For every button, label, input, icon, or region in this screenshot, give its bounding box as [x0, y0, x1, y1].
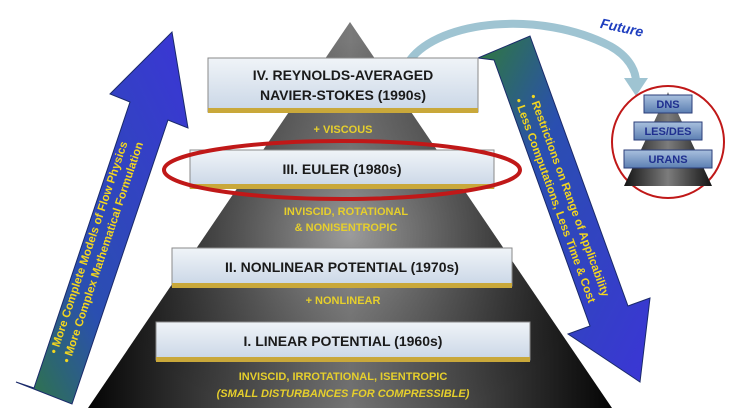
level-nonlinear-label: II. NONLINEAR POTENTIAL (1970s) — [225, 259, 459, 275]
future-tier-les-des: LES/DES — [644, 126, 691, 138]
future-tier-urans: URANS — [648, 154, 687, 166]
base-description-1: INVISCID, IRROTATIONAL, ISENTROPIC — [239, 371, 448, 383]
addition-inviscid-rotational-1: INVISCID, ROTATIONAL — [284, 206, 409, 218]
level-rans-box: IV. REYNOLDS-AVERAGED NAVIER-STOKES (199… — [207, 57, 479, 113]
level-rans-line2: NAVIER-STOKES (1990s) — [260, 87, 426, 103]
future-curve-arrowhead — [624, 78, 648, 96]
level-euler-label: III. EULER (1980s) — [282, 161, 401, 177]
pyramid-shine — [88, 22, 612, 408]
base-description-2: (SMALL DISTURBANCES FOR COMPRESSIBLE) — [217, 388, 470, 400]
future-curve-arrow — [406, 19, 640, 86]
level-nonlinear-box: II. NONLINEAR POTENTIAL (1970s) — [171, 247, 513, 288]
level-linear-label: I. LINEAR POTENTIAL (1960s) — [244, 333, 443, 349]
euler-highlight-ellipse — [162, 139, 522, 201]
level-rans-line1: IV. REYNOLDS-AVERAGED — [253, 67, 433, 83]
addition-inviscid-rotational-2: & NONISENTROPIC — [295, 222, 398, 234]
future-tier-dns: DNS — [656, 99, 679, 111]
level-euler-box: III. EULER (1980s) — [189, 149, 495, 189]
addition-nonlinear: + NONLINEAR — [306, 295, 381, 307]
future-label: Future — [599, 15, 645, 40]
level-linear-box: I. LINEAR POTENTIAL (1960s) — [155, 321, 531, 362]
addition-viscous: + VISCOUS — [314, 124, 373, 136]
left-arrow-text-2: • More Complex Mathematical Formulation — [61, 141, 146, 365]
future-mini-pyramid: DNS LES/DES URANS — [611, 85, 725, 199]
